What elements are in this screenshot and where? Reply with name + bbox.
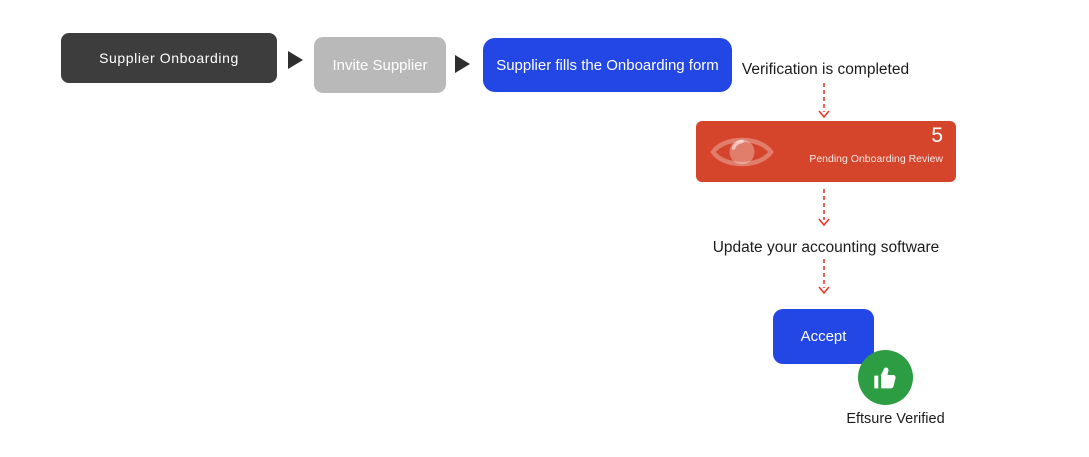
- step-label: Supplier Onboarding: [99, 50, 239, 66]
- update-accounting-software-label: Update your accounting software: [712, 239, 940, 256]
- triangle-right-icon: [455, 55, 470, 73]
- eye-icon: [709, 131, 775, 178]
- dashed-down-arrow-icon: [818, 259, 830, 295]
- accept-button-label: Accept: [800, 328, 847, 345]
- verification-completed-label: Verification is completed: [741, 61, 910, 78]
- triangle-right-icon: [288, 51, 303, 69]
- step-label: Invite Supplier: [332, 56, 428, 74]
- step-supplier-onboarding[interactable]: Supplier Onboarding: [61, 33, 277, 83]
- step-label: Supplier fills the Onboarding form: [496, 56, 719, 74]
- step-invite-supplier[interactable]: Invite Supplier: [314, 37, 446, 93]
- thumbs-up-icon: [858, 350, 913, 405]
- pending-card-label: Pending Onboarding Review: [809, 153, 943, 165]
- pending-count: 5: [931, 124, 943, 147]
- step-supplier-fills-form[interactable]: Supplier fills the Onboarding form: [483, 38, 732, 92]
- pending-onboarding-review-card[interactable]: 5 Pending Onboarding Review: [696, 121, 956, 182]
- eftsure-verified-label: Eftsure Verified: [846, 411, 945, 427]
- dashed-down-arrow-icon: [818, 189, 830, 227]
- dashed-down-arrow-icon: [818, 83, 830, 119]
- accept-button[interactable]: Accept: [773, 309, 874, 364]
